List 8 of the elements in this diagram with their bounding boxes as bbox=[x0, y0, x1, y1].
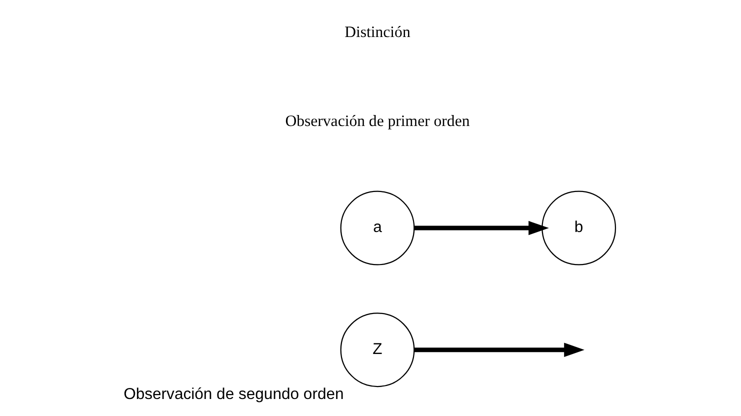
label: Observación de primer orden bbox=[284, 113, 470, 130]
arrow bbox=[414, 342, 584, 357]
node-label: Observación de segundo orden bbox=[123, 386, 344, 404]
node-circle: Z bbox=[340, 312, 414, 388]
node-circle: b bbox=[541, 190, 616, 266]
label: Distinción bbox=[344, 24, 410, 42]
node-circle: a bbox=[340, 190, 414, 266]
arrow bbox=[414, 220, 548, 236]
